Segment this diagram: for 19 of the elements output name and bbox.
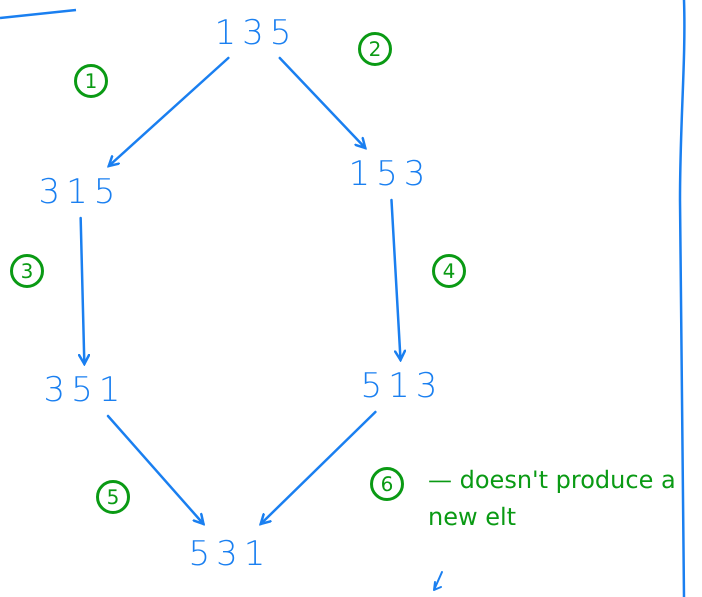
arrow bbox=[259, 410, 377, 526]
number-text: 531 bbox=[192, 530, 268, 578]
arrow bbox=[106, 414, 205, 526]
arrow bbox=[108, 56, 230, 168]
edge-label: 5 bbox=[96, 480, 130, 514]
arrow bbox=[390, 198, 406, 362]
arrow bbox=[278, 56, 367, 150]
edge-label: 1 bbox=[74, 64, 108, 98]
edge-label: 2 bbox=[358, 32, 392, 66]
number-text: 153 bbox=[346, 154, 434, 194]
edge-label: 4 bbox=[432, 254, 466, 288]
note-text: — doesn't produce a new elt bbox=[428, 465, 677, 534]
number-text: 351 bbox=[40, 370, 130, 410]
number-text: 315 bbox=[40, 172, 120, 212]
edge-label: 3 bbox=[10, 254, 44, 288]
number-text: 135 bbox=[212, 14, 300, 52]
arrow bbox=[78, 216, 90, 366]
number-text: 513 bbox=[360, 366, 444, 406]
edge-label: 6 bbox=[370, 467, 404, 501]
